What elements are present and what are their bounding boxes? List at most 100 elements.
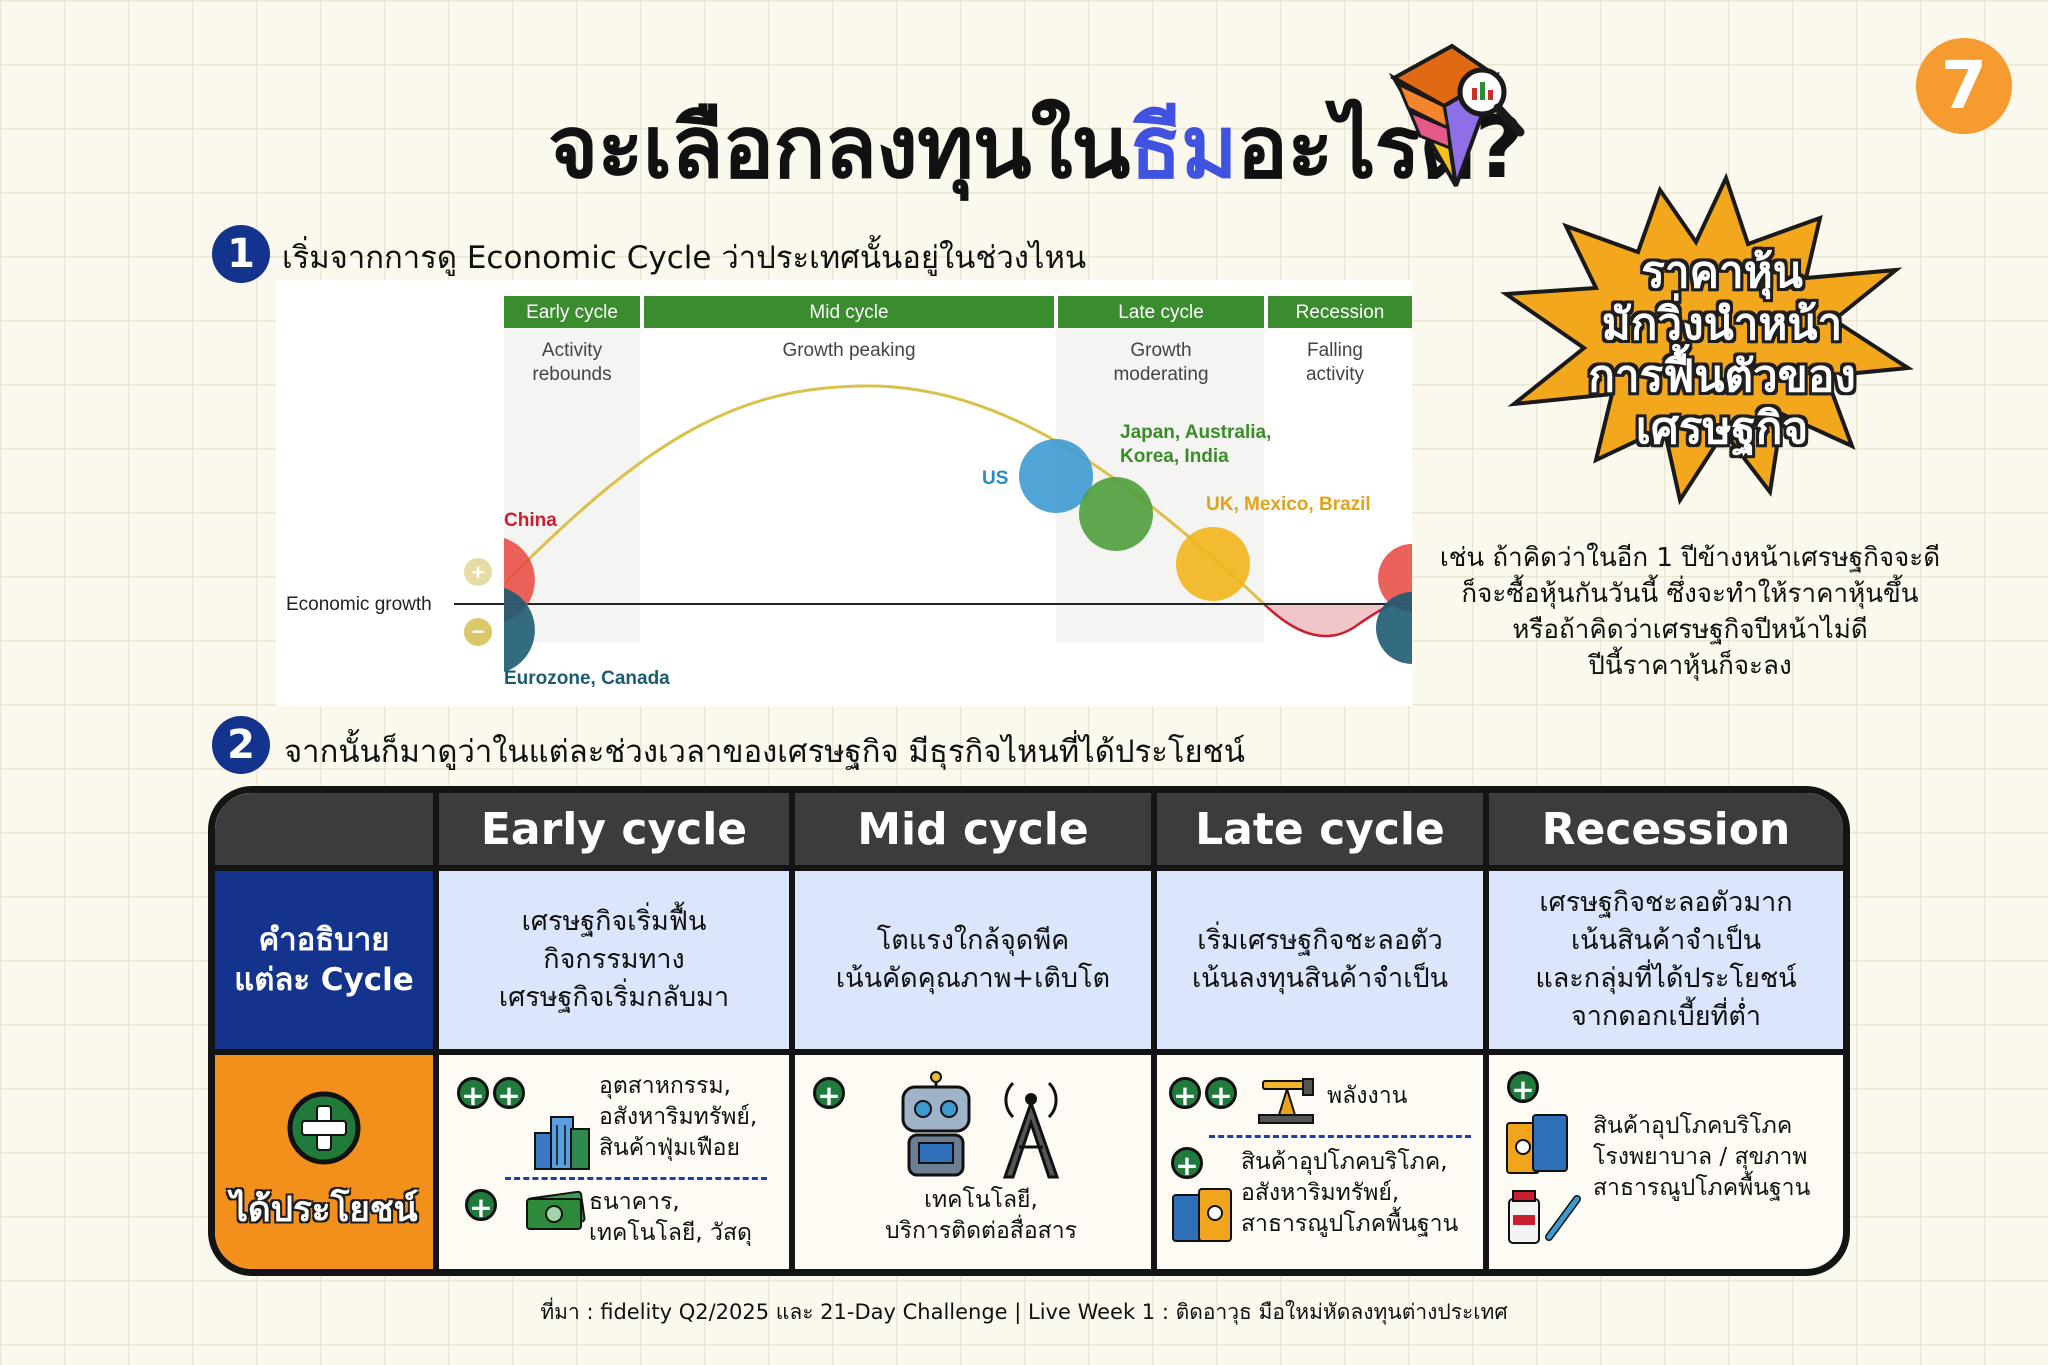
desc-late-cycle: เริ่มเศรษฐกิจชะลอตัว เน้นลงทุนสินค้าจำเป… <box>1157 871 1489 1055</box>
note-line-1: เช่น ถ้าคิดว่าในอีก 1 ปีข้างหน้าเศรษฐกิจ… <box>1439 543 1941 573</box>
plus-sign-circle <box>464 558 492 586</box>
row-label-benefit: ได้ประโยชน์ <box>215 1055 439 1269</box>
plus-icon: + <box>465 1189 497 1223</box>
benefit-early-bottom-line-2: เทคโนโลยี, วัสดุ <box>589 1220 752 1246</box>
desc-early-line-3: เศรษฐกิจเริ่มกลับมา <box>498 982 730 1013</box>
starburst-text: ราคาหุ้น มักวิ่งนำหน้า การฟื้นตัวของ เศร… <box>1552 247 1892 455</box>
benefit-mid: เทคโนโลยี, บริการติดต่อสื่อสาร <box>871 1185 1091 1247</box>
step-1-text: เริ่มจากการดู Economic Cycle ว่าประเทศนั… <box>282 240 1087 276</box>
benefit-late-bottom: สินค้าอุปโภคบริโภค, อสังหาริมทรัพย์, สาธ… <box>1241 1147 1458 1240</box>
header-recession: Recession <box>1489 793 1843 871</box>
banknotes-icon <box>526 1190 586 1230</box>
china-label: China <box>504 510 557 531</box>
recession-area <box>1264 602 1412 637</box>
phase-desc-recession-1: Falling <box>1307 340 1363 361</box>
note-line-3: หรือถ้าคิดว่าเศรษฐกิจปีหน้าไม่ดี <box>1512 615 1868 645</box>
desc-recession-line-3: และกลุ่มที่ได้ประโยชน์ <box>1535 963 1797 994</box>
japan-australia-marker <box>1079 477 1153 551</box>
phase-header-late <box>1058 296 1264 328</box>
eurozone-marker-right <box>1376 592 1412 664</box>
benefit-early-bottom-line-1: ธนาคาร, <box>589 1189 680 1215</box>
phase-desc-late-2: moderating <box>1113 364 1208 385</box>
minus-sign: − <box>472 619 485 644</box>
benefit-late-top: พลังงาน <box>1327 1081 1407 1112</box>
step-2-text: จากนั้นก็มาดูว่าในแต่ละช่วงเวลาของเศรษฐก… <box>284 734 1245 770</box>
benefit-early-top-line-3: สินค้าฟุ่มเฟือย <box>599 1135 740 1161</box>
plus-icon: + <box>1205 1077 1237 1111</box>
title-prefix: จะเลือกลงทุนใน <box>548 98 1130 198</box>
oil-pump-icon <box>1258 1078 1314 1124</box>
source-note: ที่มา : fidelity Q2/2025 และ 21-Day Chal… <box>540 1300 1508 1324</box>
desc-recession-line-4: จากดอกเบี้ยที่ต่ำ <box>1570 1001 1762 1032</box>
plus-icon: + <box>813 1077 845 1111</box>
title-accent: ธีม <box>1129 98 1237 198</box>
row-label-description-line-1: คำอธิบาย <box>258 922 390 958</box>
step-2-number: 2 <box>212 716 270 774</box>
desc-late-line-2: เน้นลงทุนสินค้าจำเป็น <box>1191 963 1449 994</box>
plus-icon: + <box>1507 1071 1539 1105</box>
benefit-mid-line-1: เทคโนโลยี, <box>924 1187 1038 1213</box>
page-number-badge: 7 <box>1916 38 2012 134</box>
benefit-late-cycle: + + พลังงาน + สินค้าอุปโภคบริโภค, อสังหา… <box>1157 1055 1489 1269</box>
plus-icon: + <box>457 1077 489 1111</box>
japan-australia-label-2: Korea, India <box>1120 446 1229 467</box>
eurozone-canada-marker <box>504 588 535 672</box>
benefit-late-bottom-line-1: สินค้าอุปโภคบริโภค, <box>1241 1149 1448 1175</box>
benefit-early-top-line-2: อสังหาริมทรัพย์, <box>599 1104 758 1130</box>
dashed-divider <box>505 1177 767 1180</box>
us-label: US <box>982 468 1008 489</box>
minus-sign-circle <box>464 618 492 646</box>
japan-australia-label-1: Japan, Australia, <box>1120 422 1271 443</box>
eurozone-canada-label: Eurozone, Canada <box>504 668 670 689</box>
burst-line-2: มักวิ่งนำหน้า <box>1601 299 1843 350</box>
header-early-cycle: Early cycle <box>439 793 795 871</box>
phase-label-late: Late cycle <box>1118 302 1204 323</box>
table-corner <box>215 793 439 871</box>
desc-recession-line-2: เน้นสินค้าจำเป็น <box>1570 925 1762 956</box>
phase-label-recession: Recession <box>1296 302 1385 323</box>
consumer-goods-icon <box>1506 1114 1568 1174</box>
dashed-divider <box>1209 1135 1471 1138</box>
desc-late-line-1: เริ่มเศรษฐกิจชะลอตัว <box>1197 925 1443 956</box>
plus-icon: + <box>493 1077 525 1111</box>
starburst-shape <box>1500 172 1914 506</box>
benefit-recession-line-2: โรงพยาบาล / สุขภาพ <box>1593 1144 1808 1170</box>
plus-icon: + <box>1171 1147 1203 1181</box>
benefit-recession-line-1: สินค้าอุปโภคบริโภค <box>1593 1113 1793 1139</box>
benefit-mid-cycle: + เทคโนโลยี, บริการติดต่อสื่อสาร <box>795 1055 1157 1269</box>
benefit-early-top: อุตสาหกรรม, อสังหาริมทรัพย์, สินค้าฟุ่มเ… <box>599 1071 757 1164</box>
pyramid-magnifier-icon <box>1388 43 1525 187</box>
antenna-tower-icon <box>1002 1081 1060 1179</box>
benefit-recession-text: สินค้าอุปโภคบริโภค โรงพยาบาล / สุขภาพ สา… <box>1593 1111 1810 1204</box>
axis-label: Economic growth <box>286 594 432 615</box>
desc-early-line-2: กิจกรรมทาง <box>543 944 685 975</box>
uk-mexico-brazil-label: UK, Mexico, Brazil <box>1206 494 1371 515</box>
benefit-early-cycle: + + อุตสาหกรรม, อสังหาริมทรัพย์, สินค้าฟ… <box>439 1055 795 1269</box>
desc-early-line-1: เศรษฐกิจเริ่มฟื้น <box>521 906 707 937</box>
us-marker <box>1019 439 1093 513</box>
benefit-late-bottom-line-2: อสังหาริมทรัพย์, <box>1241 1180 1400 1206</box>
burst-line-1: ราคาหุ้น <box>1641 247 1803 298</box>
grocery-icon <box>1172 1188 1232 1242</box>
robot-icon <box>901 1071 971 1177</box>
row-label-description-line-2: แต่ละ Cycle <box>234 962 414 998</box>
benefit-late-bottom-line-3: สาธารณูปโภคพื้นฐาน <box>1241 1211 1459 1237</box>
benefit-early-bottom: ธนาคาร, เทคโนโลยี, วัสดุ <box>589 1187 752 1249</box>
phase-header-recession <box>1268 296 1412 328</box>
starburst-callout <box>1500 172 1914 506</box>
phase-desc-recession-2: activity <box>1306 364 1365 385</box>
row-label-benefit-text: ได้ประโยชน์ <box>230 1189 418 1230</box>
step-1-number: 1 <box>212 225 270 283</box>
note-line-4: ปีนี้ราคาหุ้นก็จะลง <box>1588 651 1792 681</box>
desc-recession: เศรษฐกิจชะลอตัวมาก เน้นสินค้าจำเป็น และก… <box>1489 871 1843 1055</box>
plus-icon: + <box>1169 1077 1201 1111</box>
benefit-recession-line-3: สาธารณูปโภคพื้นฐาน <box>1593 1175 1811 1201</box>
desc-mid-line-1: โตแรงใกล้จุดพีค <box>876 925 1070 956</box>
desc-mid-line-2: เน้นคัดคุณภาพ+เติบโต <box>835 963 1111 994</box>
header-late-cycle: Late cycle <box>1157 793 1489 871</box>
header-mid-cycle: Mid cycle <box>795 793 1157 871</box>
buildings-icon <box>534 1116 590 1170</box>
burst-line-3: การฟื้นตัวของ <box>1588 351 1856 402</box>
desc-recession-line-1: เศรษฐกิจชะลอตัวมาก <box>1539 887 1793 918</box>
burst-line-4: เศรษฐกิจ <box>1635 403 1809 454</box>
